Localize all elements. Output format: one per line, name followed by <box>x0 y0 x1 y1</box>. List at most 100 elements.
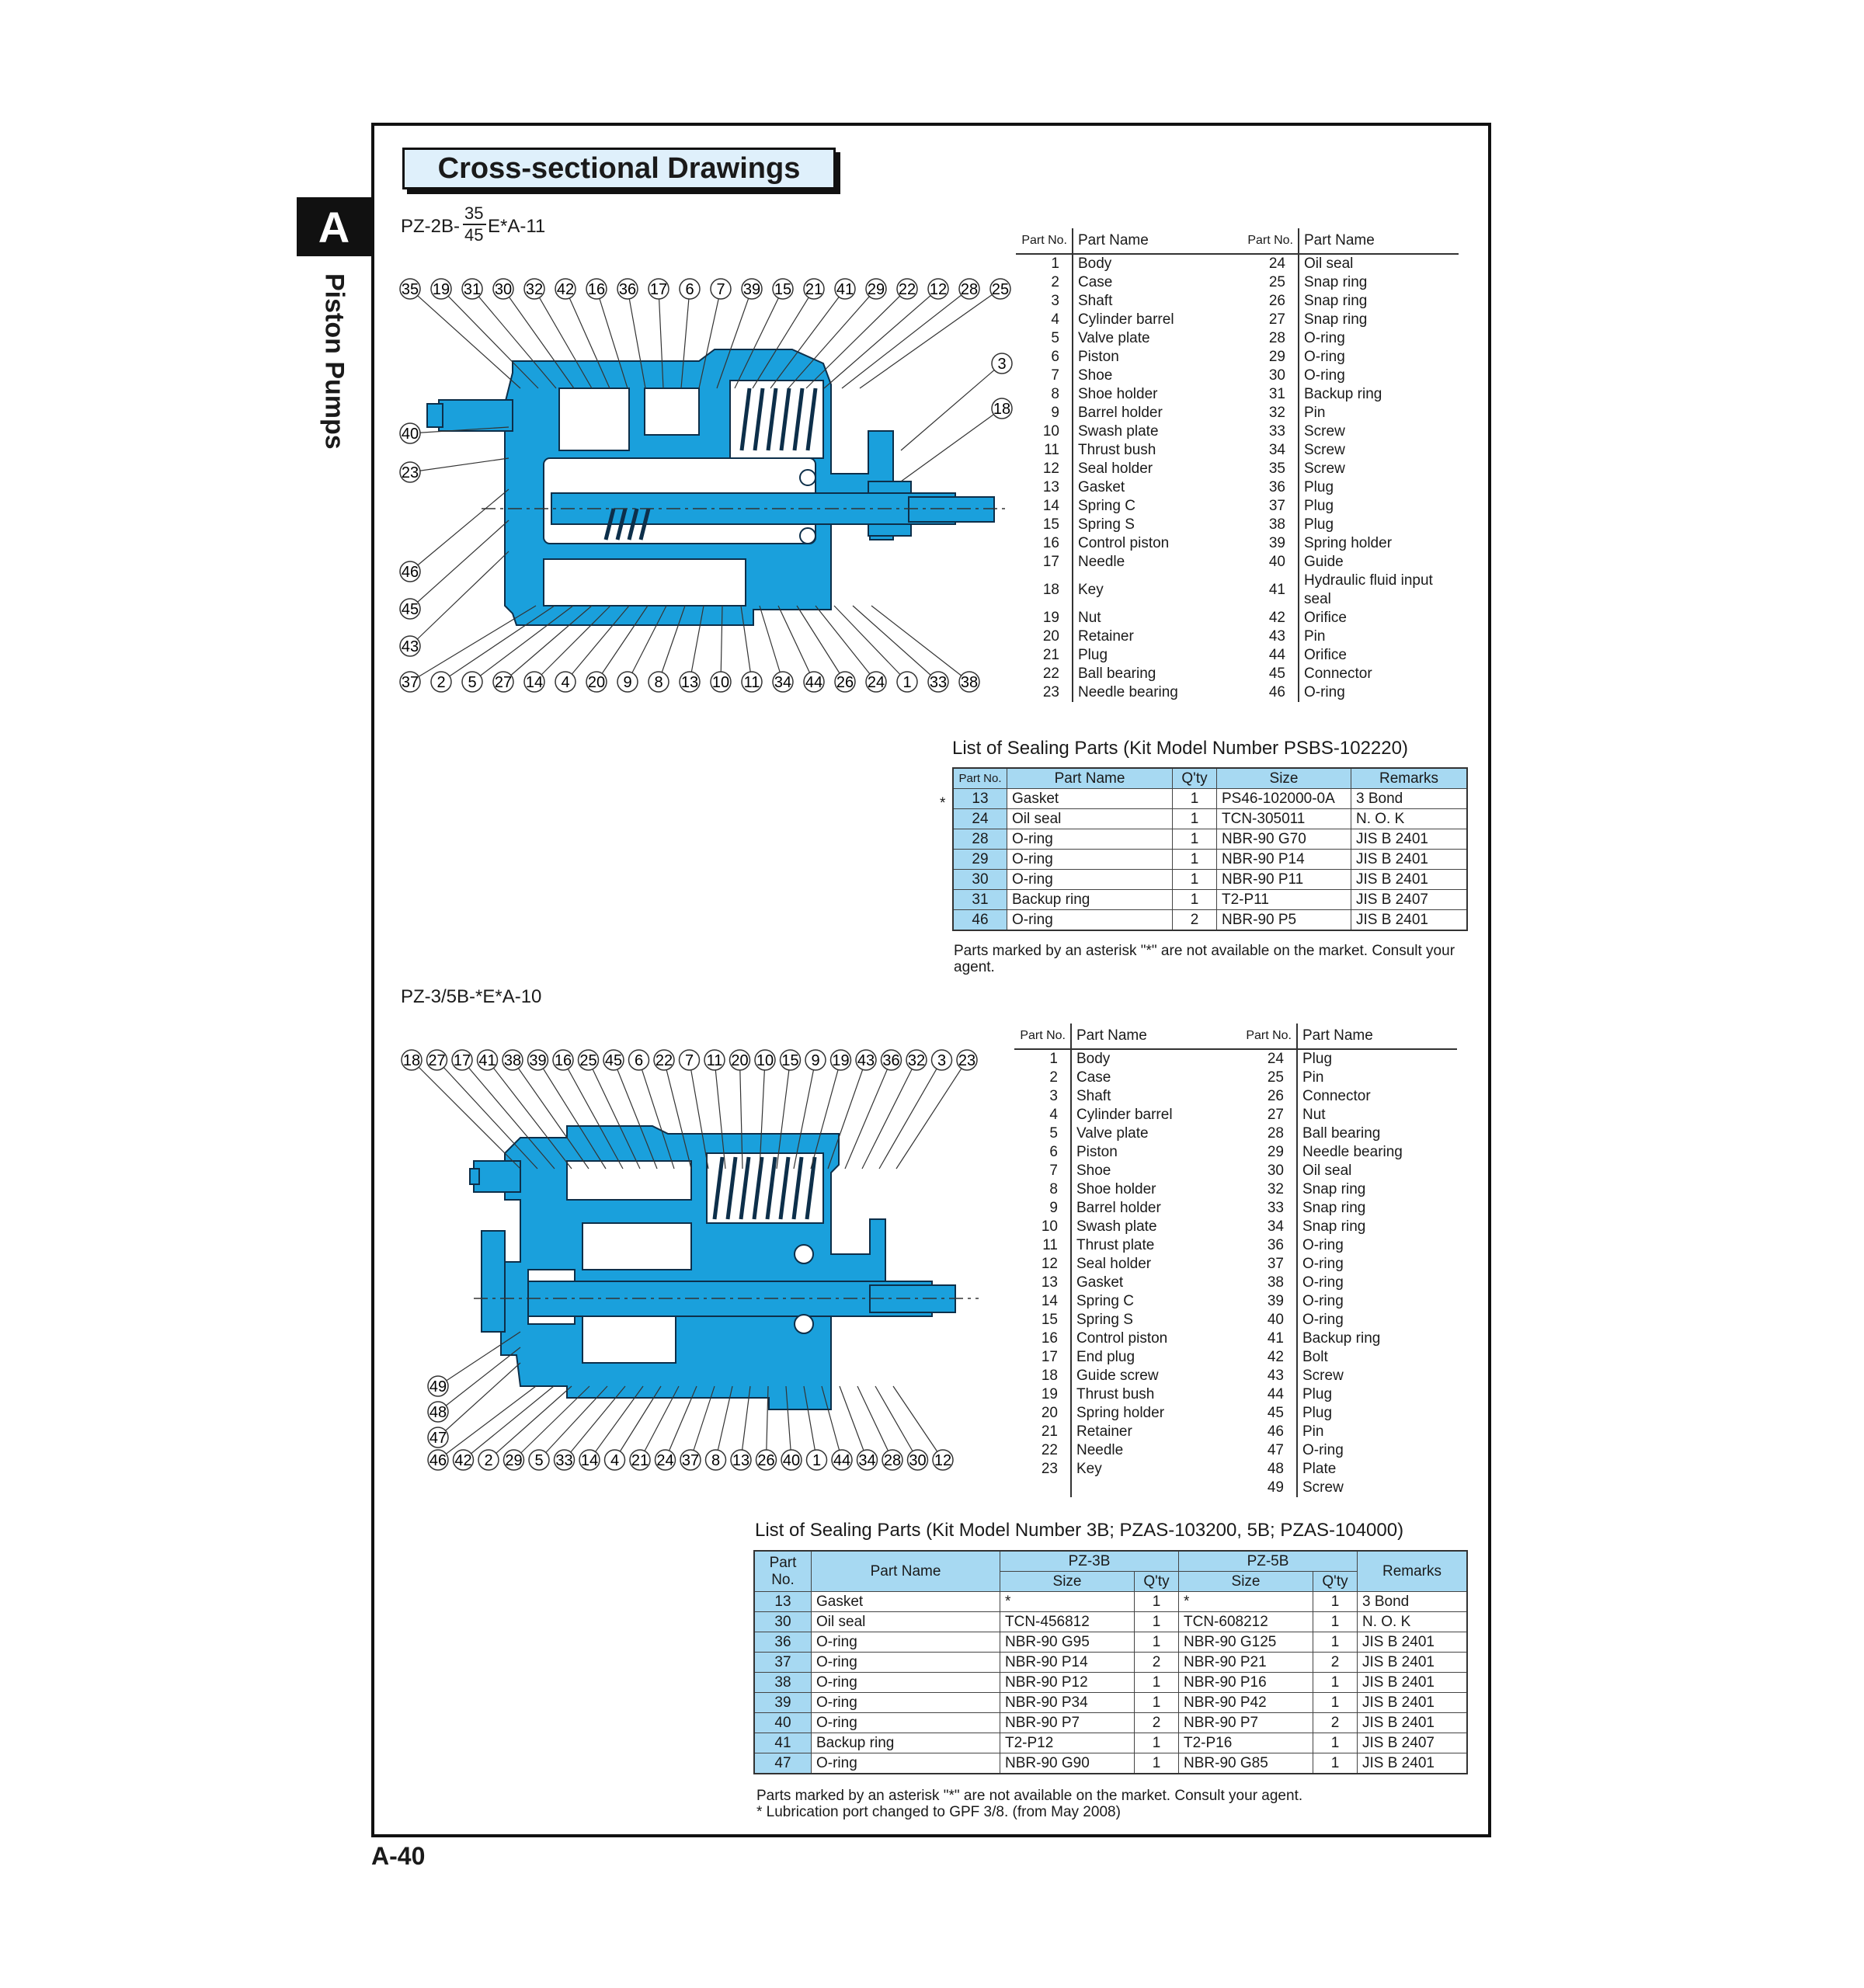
callout-number: 13 <box>732 1452 749 1469</box>
part-number-cell: 43 <box>1267 1368 1284 1384</box>
part-name-cell: O-ring <box>1296 1292 1457 1311</box>
seal-table-cell: 1 <box>1172 829 1217 850</box>
part-number-cell: 8 <box>1049 1181 1058 1197</box>
callout-number: 42 <box>454 1452 471 1469</box>
callout-leader-line <box>776 1059 791 1170</box>
callout-circle <box>523 278 545 300</box>
callout-circle <box>958 671 980 693</box>
seal-table-cell: Oil seal <box>1007 808 1173 829</box>
seal-header-part-name: Part Name <box>811 1550 1000 1592</box>
callout-number: 48 <box>429 1404 447 1421</box>
seal-table-cell: NBR-90 G85 <box>1178 1753 1313 1774</box>
callout-number: 43 <box>857 1052 875 1069</box>
page-title: Cross-sectional Drawings <box>402 148 836 189</box>
callout-circle <box>427 1427 449 1448</box>
callout-circle <box>461 671 483 693</box>
part-number-cell: 17 <box>1042 554 1059 570</box>
callout-number: 41 <box>836 281 854 298</box>
callout-circle <box>492 278 514 300</box>
callout-number: 27 <box>428 1052 445 1069</box>
callout-number: 26 <box>757 1452 774 1469</box>
callout-number: 25 <box>992 281 1009 298</box>
callout-number: 47 <box>429 1430 447 1447</box>
seal-header-part-no: Part No. <box>952 767 1007 789</box>
callout-leader-line <box>788 288 877 389</box>
part-name-cell: Control piston <box>1070 1329 1240 1348</box>
callout-circle <box>927 671 949 693</box>
part-number-cell: 29 <box>1268 349 1285 365</box>
seal-table-cell: NBR-90 P14 <box>1000 1652 1135 1673</box>
callout-number: 21 <box>631 1452 649 1469</box>
callout-number: 9 <box>623 674 631 691</box>
part-number-cell: 15 <box>1041 1312 1058 1328</box>
part-number-cell: 5 <box>1051 330 1059 346</box>
callout-leader-line <box>785 1385 792 1461</box>
header-part-name: Part Name <box>1071 1024 1240 1050</box>
part-number-cell: 41 <box>1268 582 1285 598</box>
callout-circle <box>399 671 421 693</box>
callout-leader-line <box>614 1385 662 1461</box>
callout-circle <box>523 671 545 693</box>
seal-header-remarks: Remarks <box>1357 1550 1468 1592</box>
part-number-cell: 37 <box>1268 498 1285 514</box>
callout-leader-line <box>689 605 704 683</box>
callout-number: 10 <box>756 1052 774 1069</box>
page-frame <box>371 123 1491 1837</box>
part-number-cell: 10 <box>1042 423 1059 440</box>
seal-table-cell: 1 <box>1172 849 1217 870</box>
callout-number: 7 <box>685 1052 694 1069</box>
part-number-cell: 11 <box>1042 1237 1058 1253</box>
callout-number: 8 <box>654 674 662 691</box>
seal-header-row-2b: Size Q'ty Size Q'ty <box>754 1571 1467 1592</box>
part-number-cell: 32 <box>1267 1181 1284 1197</box>
callout-number: 19 <box>832 1052 849 1069</box>
part-name-cell: Shoe holder <box>1072 385 1242 404</box>
seal-table-cell: Oil seal <box>811 1611 1000 1632</box>
section-label: Piston Pumps <box>299 273 369 467</box>
callout-leader-line <box>875 1385 919 1461</box>
part-name-cell: O-ring <box>1296 1441 1457 1460</box>
callout-number: 18 <box>993 401 1010 418</box>
callout-circle <box>730 1449 752 1471</box>
callout-number: 40 <box>783 1452 800 1469</box>
callout-circle <box>586 671 607 693</box>
callout-leader-line <box>844 1059 892 1170</box>
callout-circle <box>831 1449 853 1471</box>
model1-label: PZ-2B- 35 45 E*A-11 <box>401 203 587 255</box>
seal-header-size: Size <box>1216 767 1351 789</box>
part-name-cell: Oil seal <box>1296 1162 1457 1180</box>
header-part-no: Part No. <box>1240 1024 1298 1050</box>
callout-number: 11 <box>707 1052 723 1069</box>
seal-table-cell: O-ring <box>811 1632 1000 1653</box>
seal-table-cell: NBR-90 P16 <box>1178 1672 1313 1693</box>
callout-number: 32 <box>526 281 543 298</box>
part-name-cell: Screw <box>1298 460 1459 478</box>
seal-table-cell: JIS B 2401 <box>1351 849 1468 870</box>
callout-number: 23 <box>402 464 419 481</box>
part-name-cell: Retainer <box>1070 1423 1240 1441</box>
callout-leader-line <box>409 520 509 610</box>
part-number-cell: 6 <box>1051 349 1059 365</box>
callout-leader-line <box>740 1385 751 1461</box>
part-number-cell: 14 <box>1042 498 1059 514</box>
part-number-cell: 9 <box>1051 405 1059 421</box>
seal-table-cell: JIS B 2407 <box>1351 889 1468 910</box>
callout-number: 39 <box>529 1052 546 1069</box>
callout-circle <box>834 671 856 693</box>
seal-table-cell: 1 <box>1172 889 1217 910</box>
callout-number: 43 <box>402 638 419 655</box>
part-name-cell: Gasket <box>1072 478 1242 497</box>
callout-leader-line <box>658 288 664 389</box>
